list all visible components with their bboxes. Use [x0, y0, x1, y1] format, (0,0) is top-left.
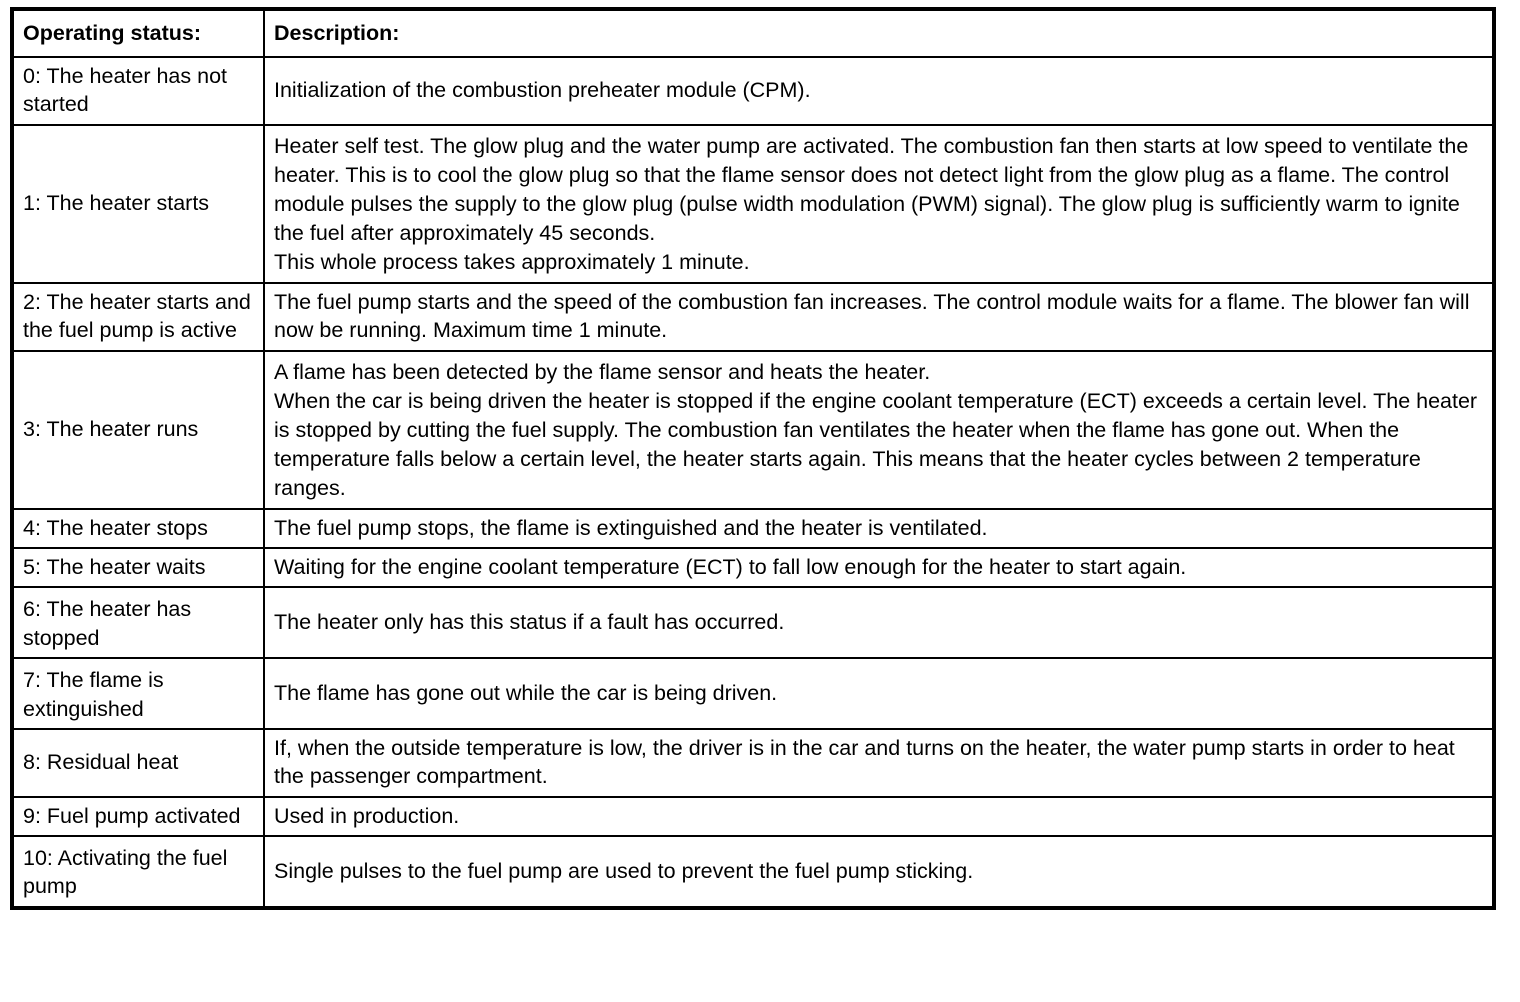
table-row: 9: Fuel pump activated Used in production… [11, 795, 1495, 838]
column-header-description: Description: [263, 8, 1495, 58]
description-cell: A flame has been detected by the flame s… [263, 349, 1495, 510]
description-cell: The fuel pump stops, the flame is exting… [263, 507, 1495, 550]
table-row: 2: The heater starts and the fuel pump i… [11, 281, 1495, 352]
description-cell: If, when the outside temperature is low,… [263, 727, 1495, 798]
operating-status-cell: 5: The heater waits [11, 547, 265, 589]
operating-status-cell: 0: The heater has not started [11, 56, 265, 126]
description-cell: The heater only has this status if a fau… [263, 586, 1495, 660]
description-paragraph: Initialization of the combustion preheat… [274, 78, 811, 103]
description-paragraph: When the car is being driven the heater … [274, 388, 1478, 500]
table-row: 0: The heater has not started Initializat… [11, 56, 1495, 126]
description-cell: Initialization of the combustion preheat… [263, 56, 1495, 126]
description-paragraph: The heater only has this status if a fau… [274, 610, 785, 635]
operating-status-cell: 2: The heater starts and the fuel pump i… [11, 281, 265, 352]
operating-status-cell: 8: Residual heat [11, 727, 265, 798]
table-header: Operating status: Description: [11, 8, 1495, 58]
operating-status-cell: 3: The heater runs [11, 349, 265, 510]
description-paragraph: Waiting for the engine coolant temperatu… [274, 555, 1187, 580]
description-paragraph: Used in production. [274, 803, 460, 828]
table-row: 4: The heater stops The fuel pump stops, … [11, 507, 1495, 550]
table-row: 7: The flame is extinguished The flame ha… [11, 657, 1495, 730]
description-cell: The fuel pump starts and the speed of th… [263, 281, 1495, 352]
table-header-row: Operating status: Description: [11, 8, 1495, 58]
description-cell: The flame has gone out while the car is … [263, 657, 1495, 730]
operating-status-cell: 10: Activating the fuel pump [11, 835, 265, 909]
operating-status-cell: 9: Fuel pump activated [11, 795, 265, 838]
column-header-operating-status: Operating status: [11, 8, 265, 58]
description-cell: Used in production. [263, 795, 1495, 838]
table-row: 10: Activating the fuel pump Single pulse… [11, 835, 1495, 909]
operating-status-cell: 4: The heater stops [11, 507, 265, 550]
description-paragraph: Heater self test. The glow plug and the … [274, 133, 1469, 245]
description-cell: Single pulses to the fuel pump are used … [263, 835, 1495, 909]
table-row: 6: The heater has stopped The heater only… [11, 586, 1495, 660]
operating-status-cell: 1: The heater starts [11, 123, 265, 284]
operating-status-cell: 6: The heater has stopped [11, 586, 265, 660]
operating-status-table: Operating status: Description: 0: The he… [10, 7, 1496, 910]
description-paragraph: The flame has gone out while the car is … [274, 680, 778, 705]
description-paragraph: The fuel pump stops, the flame is exting… [274, 515, 988, 540]
description-cell: Waiting for the engine coolant temperatu… [263, 547, 1495, 589]
description-paragraph: This whole process takes approximately 1… [274, 249, 750, 274]
description-cell: Heater self test. The glow plug and the … [263, 123, 1495, 284]
operating-status-cell: 7: The flame is extinguished [11, 657, 265, 730]
description-paragraph: The fuel pump starts and the speed of th… [274, 289, 1470, 343]
description-paragraph: A flame has been detected by the flame s… [274, 359, 931, 384]
table-row: 3: The heater runs A flame has been detec… [11, 349, 1495, 510]
description-paragraph: Single pulses to the fuel pump are used … [274, 858, 974, 883]
table-row: 5: The heater waits Waiting for the engin… [11, 547, 1495, 589]
table-body: 0: The heater has not started Initializat… [11, 56, 1495, 909]
description-paragraph: If, when the outside temperature is low,… [274, 735, 1455, 789]
